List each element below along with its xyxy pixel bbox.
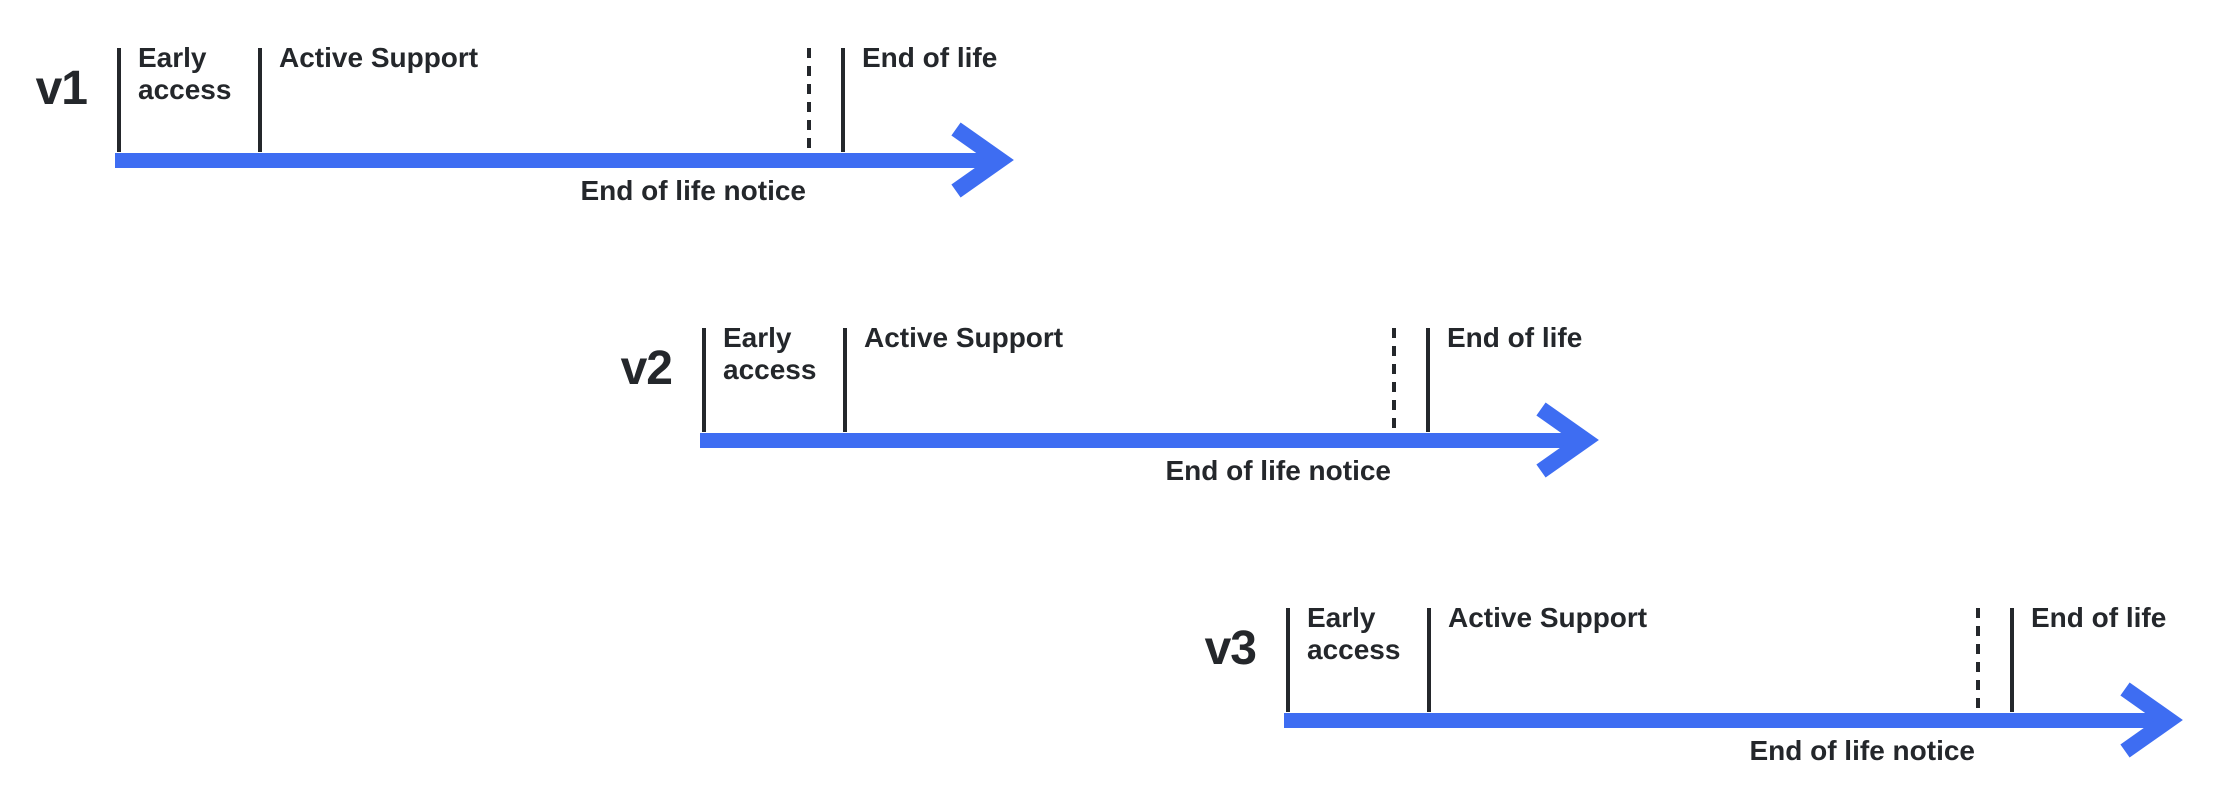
end-of-life-notice-label: End of life notice: [1165, 455, 1391, 486]
early-access-start-tick: [702, 328, 706, 432]
arrow-head-icon: [951, 122, 1014, 198]
early-access-label: Early access: [138, 42, 232, 105]
timeline-v3: v3 Early access Active Support End of li…: [1036, 558, 2216, 788]
early-access-start-tick: [117, 48, 121, 152]
arrow-head-icon: [2120, 682, 2183, 758]
end-of-life-tick: [1426, 328, 1430, 432]
early-access-label: Early access: [723, 322, 817, 385]
early-access-start-tick: [1286, 608, 1290, 712]
end-of-life-notice-dashed-tick: [1392, 328, 1396, 432]
version-label-v2: v2: [620, 342, 673, 395]
end-of-life-tick: [841, 48, 845, 152]
arrow-head-icon: [1536, 402, 1599, 478]
active-support-start-tick: [843, 328, 847, 432]
end-of-life-notice-dashed-tick: [1976, 608, 1980, 712]
early-access-label: Early access: [1307, 602, 1401, 665]
end-of-life-label: End of life: [1447, 322, 1583, 353]
timeline-arrow-shaft: [115, 153, 991, 168]
end-of-life-label: End of life: [2031, 602, 2167, 633]
end-of-life-notice-dashed-tick: [807, 48, 811, 152]
version-label-v1: v1: [35, 62, 88, 115]
end-of-life-tick: [2010, 608, 2014, 712]
timeline-arrow-shaft: [1284, 713, 2160, 728]
end-of-life-notice-label: End of life notice: [580, 175, 806, 206]
timeline-v2: v2 Early access Active Support End of li…: [452, 278, 1632, 508]
version-label-v3: v3: [1204, 622, 1257, 675]
active-support-label: Active Support: [864, 322, 1064, 353]
end-of-life-label: End of life: [862, 42, 998, 73]
active-support-start-tick: [1427, 608, 1431, 712]
timeline-arrow-shaft: [700, 433, 1576, 448]
active-support-label: Active Support: [279, 42, 479, 73]
timeline-v1: v1 Early access Active Support End of li…: [0, 0, 1047, 228]
active-support-label: Active Support: [1448, 602, 1648, 633]
end-of-life-notice-label: End of life notice: [1749, 735, 1975, 766]
active-support-start-tick: [258, 48, 262, 152]
